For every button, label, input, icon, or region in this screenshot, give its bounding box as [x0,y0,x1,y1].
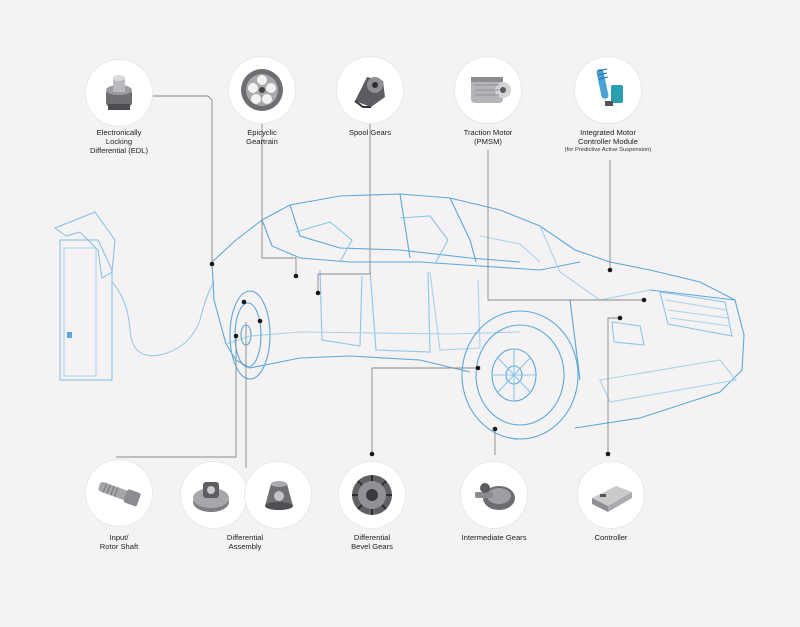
controller-icon [592,486,632,512]
shaft-part [86,460,152,526]
traction-motor-icon [471,77,511,103]
front-wheel [461,310,579,440]
traction-label: Traction Motor(PMSM) [463,128,513,147]
bevel-part [339,462,405,528]
epicyclic-part [229,57,295,123]
controller-part [578,462,644,528]
spool-gear-icon [354,77,385,108]
differential-assembly-icon [193,482,229,512]
traction-motor-part [455,57,521,123]
motor-controller-module-icon [596,68,623,106]
bevel-gear-icon [352,475,392,515]
car-body [211,193,745,429]
imcm-part [575,57,641,123]
diff-part-1 [181,462,247,528]
shaft-label: Input/Rotor Shaft [99,533,139,552]
charging-station [53,211,215,381]
controller-label: Controller [594,533,628,542]
intermediate-label: Intermediate Gears [461,533,527,542]
planetary-gear-icon [241,69,283,111]
rotor-shaft-icon [98,481,141,507]
edl-differential-icon [106,75,132,110]
diff-part-2 [245,462,311,528]
edl-part [86,60,152,126]
spool-part [337,57,403,123]
spool-label: Spool Gears [348,128,392,137]
intermediate-gear-icon [475,483,515,510]
differential-case-icon [265,481,293,510]
intermediate-part [461,462,527,528]
leader-lines [116,95,642,468]
connection-dots [209,261,647,457]
